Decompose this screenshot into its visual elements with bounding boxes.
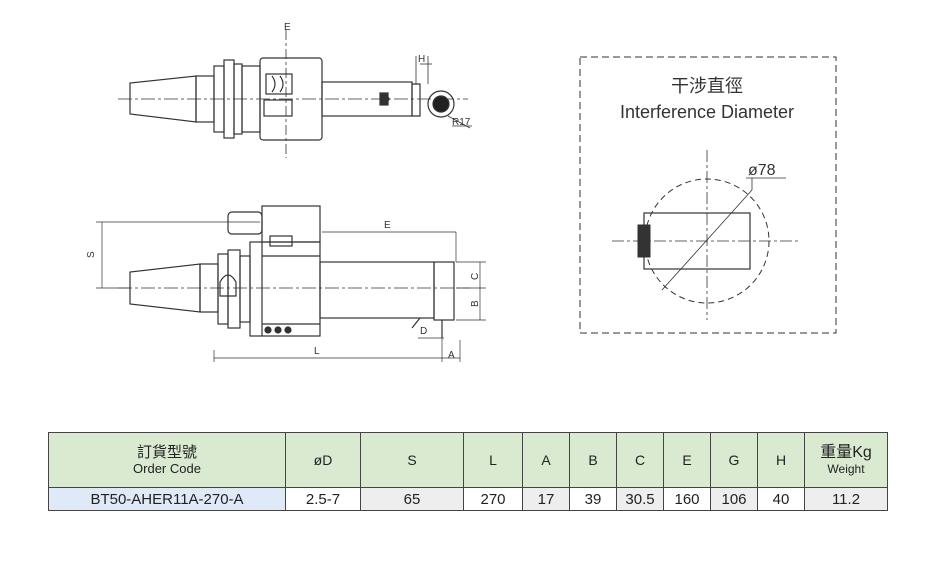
side-label-a: A	[448, 350, 455, 361]
cell-weight: 11.2	[804, 487, 888, 511]
header-b: B	[569, 432, 617, 488]
cell-order-code: BT50-AHER11A-270-A	[48, 487, 286, 511]
side-view	[96, 205, 486, 362]
cell-a: 17	[522, 487, 570, 511]
header-order-code-cn: 訂貨型號	[136, 444, 197, 461]
interference-title-en: Interference Diameter	[620, 102, 794, 122]
table-row: BT50-AHER11A-270-A 2.5-7 65 270 17 39 30…	[48, 487, 888, 511]
header-a: A	[522, 432, 570, 488]
cell-l: 270	[463, 487, 523, 511]
spec-table: 訂貨型號 Order Code øD S L A B C E G H 重量Kg …	[48, 432, 888, 511]
header-l: L	[463, 432, 523, 488]
top-label-h: H	[418, 54, 425, 65]
header-s: S	[360, 432, 464, 488]
side-label-c: C	[470, 273, 481, 280]
cell-c: 30.5	[616, 487, 664, 511]
header-e: E	[663, 432, 711, 488]
header-order-code-en: Order Code	[133, 461, 201, 476]
side-label-l: L	[314, 346, 320, 357]
top-label-e: E	[284, 22, 291, 33]
cell-h: 40	[757, 487, 805, 511]
interference-panel	[579, 56, 837, 334]
table-header-row: 訂貨型號 Order Code øD S L A B C E G H 重量Kg …	[48, 432, 888, 488]
header-c: C	[616, 432, 664, 488]
top-view	[118, 30, 472, 158]
header-h: H	[757, 432, 805, 488]
side-label-d: D	[420, 326, 427, 337]
cell-b: 39	[569, 487, 617, 511]
interference-diameter: ø78	[748, 162, 776, 179]
top-label-r: R17	[452, 117, 471, 128]
technical-drawing: E H R17	[86, 22, 837, 362]
header-weight-en: Weight	[827, 461, 865, 476]
cell-s: 65	[360, 487, 464, 511]
cell-e: 160	[663, 487, 711, 511]
interference-title-cn: 干涉直徑	[671, 76, 743, 96]
side-label-b: B	[470, 300, 481, 307]
side-label-e: E	[384, 220, 391, 231]
header-weight: 重量Kg Weight	[804, 432, 888, 488]
header-d: øD	[285, 432, 361, 488]
header-order-code: 訂貨型號 Order Code	[48, 432, 286, 488]
header-weight-cn: 重量Kg	[820, 443, 872, 461]
header-g: G	[710, 432, 758, 488]
cell-g: 106	[710, 487, 758, 511]
side-label-s: S	[86, 251, 97, 258]
cell-d: 2.5-7	[285, 487, 361, 511]
